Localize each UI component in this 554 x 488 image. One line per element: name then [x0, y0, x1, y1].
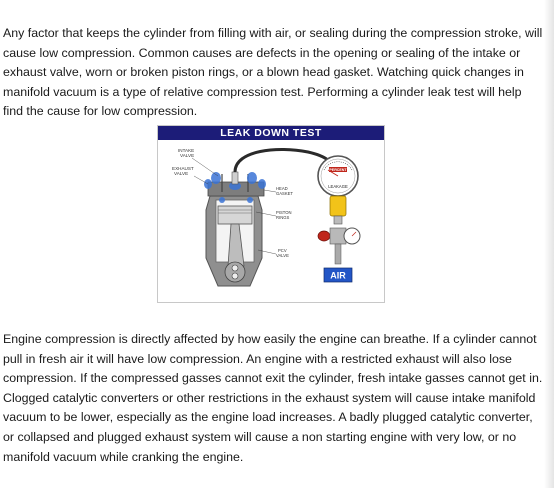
label-pcv-valve-1: PCV [278, 248, 287, 253]
regulator-valve [317, 230, 331, 242]
leak-down-test-figure: LEAK DOWN TEST [157, 125, 385, 303]
label-head-gasket-1: HEAD [276, 186, 288, 191]
label-head-gasket-2: GASKET [276, 191, 293, 196]
crankshaft [224, 261, 246, 283]
paragraph-intro: Any factor that keeps the cylinder from … [3, 26, 543, 119]
gauge-leakage-label: LEAKAGE [328, 184, 348, 189]
label-exhaust-valve-1: EXHAUST [172, 166, 194, 171]
leak-down-illustration: PERCENT LEAKAGE AIR INTAKE VALVE EXHAUST… [172, 148, 361, 287]
air-box [323, 267, 353, 283]
label-piston-rings-1: PISTON [276, 210, 292, 215]
page-edge-shadow [544, 0, 554, 488]
paragraph-body: Engine compression is directly affected … [3, 332, 543, 464]
figure-title: LEAK DOWN TEST [158, 126, 384, 140]
air-label: AIR [330, 271, 346, 281]
gauge-body [329, 195, 347, 217]
label-intake-valve-2: VALVE [180, 153, 194, 158]
cutoff-previous-line [4, 0, 534, 5]
label-intake-valve-1: INTAKE [178, 148, 194, 153]
label-pcv-valve-2: VALVE [276, 253, 289, 258]
label-piston-rings-2: RINGS [276, 215, 289, 220]
leak-puffs [204, 172, 266, 203]
label-exhaust-valve-2: VALVE [174, 171, 188, 176]
connecting-rod [227, 223, 245, 267]
gauge-percent-label: PERCENT [329, 168, 347, 172]
piston [217, 205, 253, 225]
